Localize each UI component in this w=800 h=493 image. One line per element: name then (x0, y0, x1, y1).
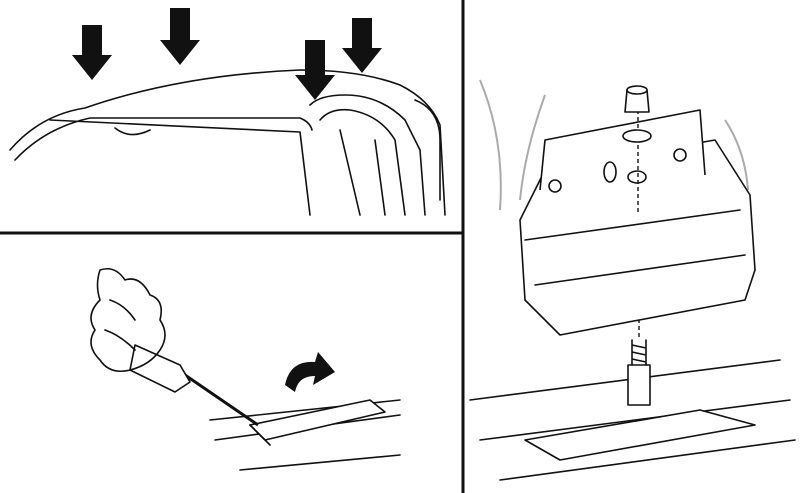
roof-rail (469, 359, 796, 481)
mirror-mount (114, 127, 151, 136)
door-frame-inner (319, 108, 406, 216)
hand-illustration (90, 267, 166, 373)
bolt-icon (627, 339, 651, 406)
door-frame-outer (309, 94, 426, 216)
down-arrow-icon (295, 40, 335, 100)
washer-icon (622, 129, 652, 143)
nut-icon (624, 85, 650, 113)
cover-removal-panel (90, 267, 401, 471)
rail-channel (524, 409, 756, 461)
screwdriver-icon (129, 344, 259, 427)
down-arrow-icon (72, 25, 112, 80)
roof-lower-line (14, 117, 313, 161)
roof-outline (9, 69, 446, 216)
window-lines (339, 129, 386, 216)
down-arrow-icon (342, 18, 382, 73)
windshield-edge (49, 119, 311, 216)
rear-pillar (414, 99, 441, 201)
foot-pad (519, 109, 756, 336)
curved-arrow-icon (285, 352, 335, 392)
foot-assembly-panel (469, 79, 796, 481)
background-curves (479, 79, 749, 211)
cover-edge (249, 424, 271, 446)
roof-panel (9, 8, 446, 216)
down-arrow-icon (160, 8, 200, 65)
